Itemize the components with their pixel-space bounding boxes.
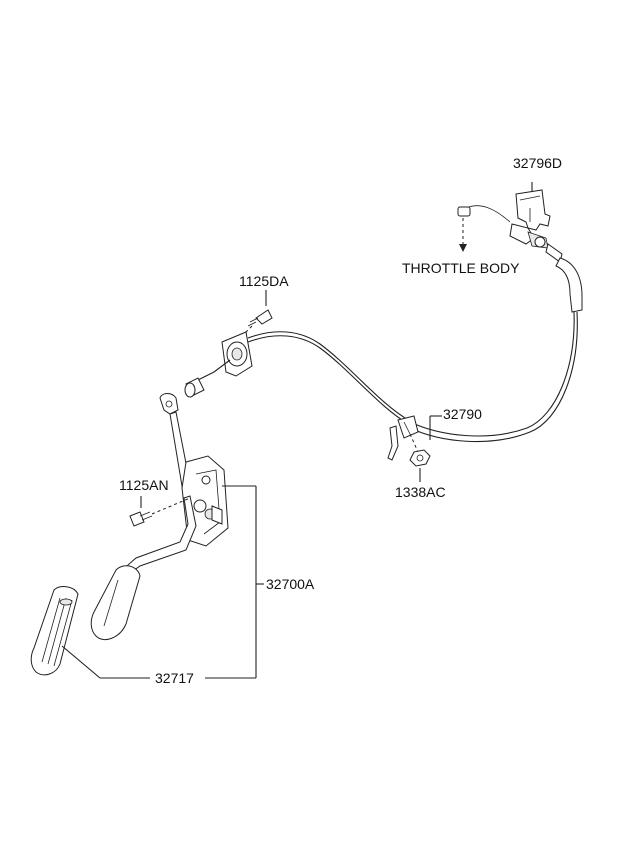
cable-grommet-plate	[184, 331, 253, 398]
label-throttle-body: THROTTLE BODY	[402, 260, 520, 276]
label-32700a: 32700A	[266, 576, 315, 592]
bolt-1125da	[243, 290, 273, 335]
label-1338ac: 1338AC	[395, 484, 446, 500]
label-32717: 32717	[155, 670, 194, 686]
nut-1338ac	[409, 433, 431, 482]
accelerator-cable-32790	[247, 257, 583, 461]
label-1125da: 1125DA	[239, 273, 289, 289]
label-32796d: 32796D	[513, 155, 562, 171]
throttle-cable-end	[457, 205, 563, 263]
throttle-bracket-32796d	[515, 182, 551, 231]
bolt-1125an	[129, 496, 191, 527]
pedal-assembly-32700a	[90, 393, 264, 678]
pedal-pad-32717	[30, 586, 256, 679]
label-32790: 32790	[443, 406, 482, 422]
label-1125an: 1125AN	[119, 477, 169, 493]
